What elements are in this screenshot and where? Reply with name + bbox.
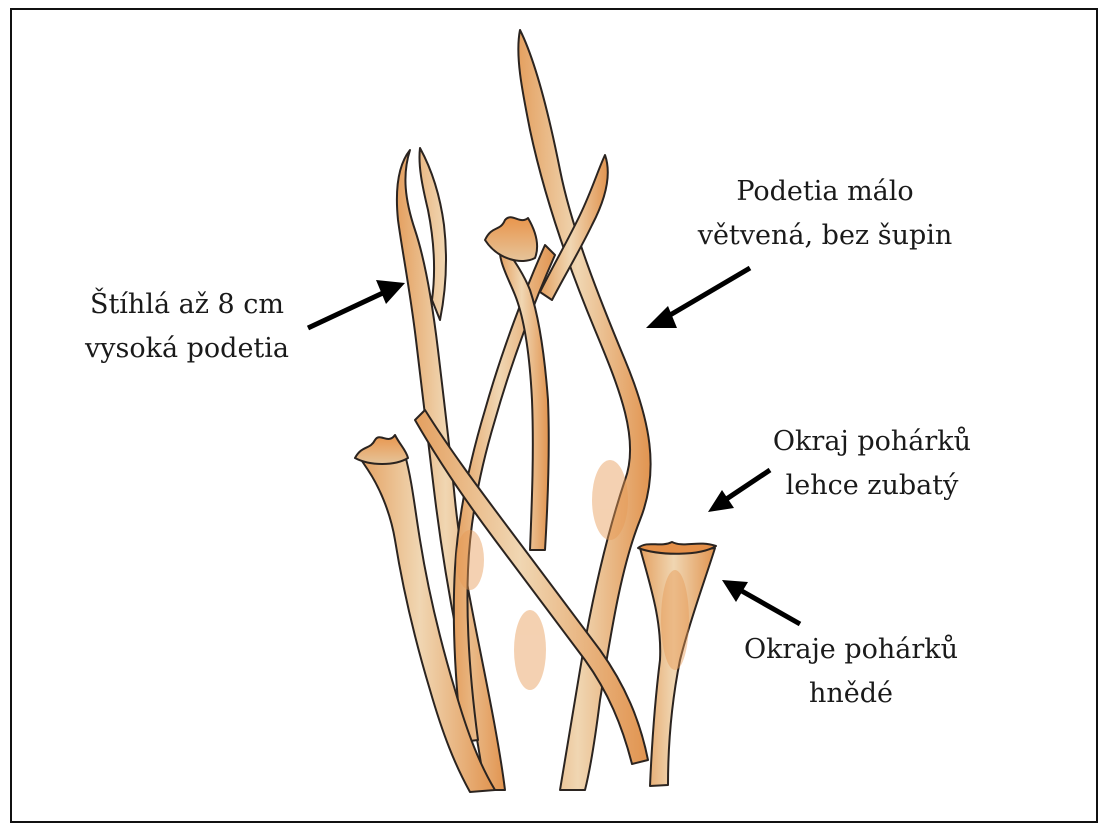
label-podetia-line1: Podetia málo <box>690 170 960 214</box>
label-cup-brown: Okraje pohárků hnědé <box>726 628 976 716</box>
arrow-cup-brown <box>740 590 800 624</box>
label-cup-edge-line2: lehce zubatý <box>752 464 992 508</box>
label-slender-line2: vysoká podetia <box>74 327 300 371</box>
label-slender-line1: Štíhlá až 8 cm <box>74 283 300 327</box>
left-cup-rim <box>355 435 408 464</box>
label-cup-brown-line1: Okraje pohárků <box>726 628 976 672</box>
arrow-slender <box>308 292 385 328</box>
label-slender-podetia: Štíhlá až 8 cm vysoká podetia <box>74 283 300 371</box>
label-podetia-branching: Podetia málo větvená, bez šupin <box>690 170 960 258</box>
label-cup-brown-line2: hnědé <box>726 672 976 716</box>
top-cup-tip <box>485 217 537 261</box>
label-podetia-line2: větvená, bez šupin <box>690 214 960 258</box>
arrow-podetia <box>665 268 750 318</box>
label-cup-edge-line1: Okraj pohárků <box>752 420 992 464</box>
label-cup-edge: Okraj pohárků lehce zubatý <box>752 420 992 508</box>
